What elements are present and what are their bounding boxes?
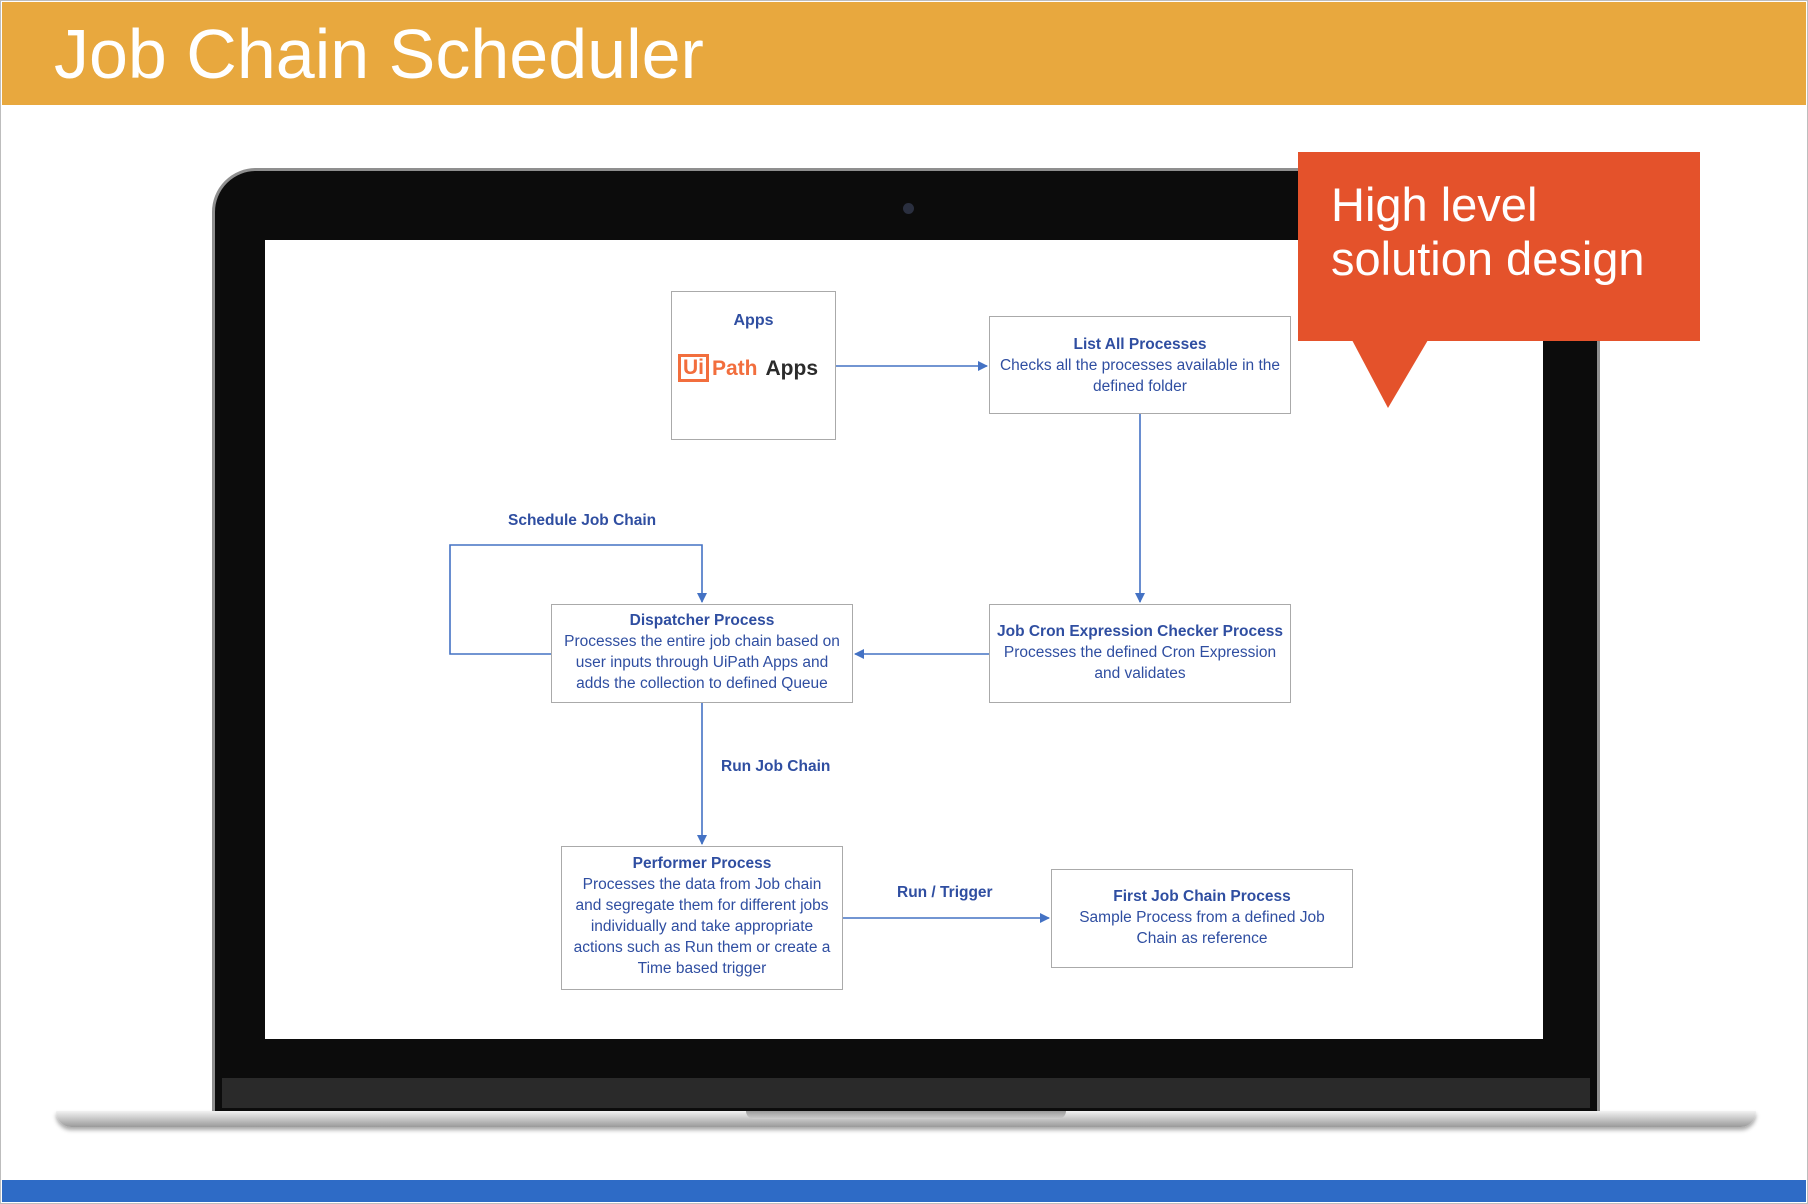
node-desc-line: Processes the data from Job chain [582, 876, 822, 893]
uipath-logo-path: Path [712, 356, 758, 380]
apps-node-title: Apps [733, 312, 774, 329]
node-title: Job Cron Expression Checker Process [996, 623, 1283, 640]
callout-line: High level [1331, 178, 1538, 231]
arrow-schedule-loop [449, 544, 707, 655]
node-desc-line: individually and take appropriate [590, 918, 814, 935]
node-desc-line: Checks all the processes available in th… [999, 357, 1280, 374]
list-all-processes-node: List All Processes Checks all the proces… [989, 316, 1291, 414]
performer-process-node: Performer Process Processes the data fro… [561, 846, 843, 990]
laptop-base [56, 1111, 1756, 1127]
node-desc-line: Chain as reference [1136, 930, 1268, 947]
uipath-apps-node: Apps Ui Path Apps [671, 291, 836, 440]
node-title: List All Processes [1073, 336, 1207, 353]
laptop-camera [903, 203, 914, 214]
diagram-connectors [449, 361, 1145, 923]
solution-design-callout [1298, 152, 1700, 341]
node-desc-line: adds the collection to defined Queue [576, 675, 828, 692]
laptop-notch [746, 1111, 1066, 1119]
node-desc-line: and validates [1094, 665, 1186, 682]
node-desc-line: and segregate them for different jobs [575, 897, 829, 914]
dispatcher-process-node: Dispatcher Process Processes the entire … [551, 604, 853, 703]
footer-bar [2, 1180, 1806, 1202]
node-desc-line: Sample Process from a defined Job [1079, 909, 1325, 926]
run-trigger-label: Run / Trigger [897, 884, 993, 901]
node-desc-line: defined folder [1093, 378, 1187, 395]
node-desc-line: user inputs through UiPath Apps and [575, 654, 829, 671]
callout-line: solution design [1331, 232, 1645, 285]
slide-title: Job Chain Scheduler [54, 15, 704, 93]
node-desc-line: actions such as Run them or create a [573, 939, 831, 956]
uipath-logo-ui: Ui [678, 354, 709, 382]
callout-text: High level solution design [1331, 178, 1645, 286]
laptop-screen: Apps Ui Path Apps List All Processes Che… [265, 240, 1543, 1039]
laptop-bottom-bezel [222, 1078, 1590, 1108]
title-bar: Job Chain Scheduler [2, 2, 1806, 105]
node-desc-line: Processes the entire job chain based on [564, 633, 840, 650]
cron-checker-node: Job Cron Expression Checker Process Proc… [989, 604, 1291, 703]
run-job-chain-label: Run Job Chain [721, 758, 831, 775]
uipath-logo-apps: Apps [765, 356, 819, 380]
first-job-chain-node: First Job Chain Process Sample Process f… [1051, 869, 1353, 968]
node-title: Performer Process [632, 855, 772, 872]
schedule-job-chain-label: Schedule Job Chain [508, 512, 657, 529]
node-desc-line: Processes the defined Cron Expression [1003, 644, 1277, 661]
node-title: Dispatcher Process [629, 612, 775, 629]
node-desc-line: Time based trigger [637, 960, 767, 977]
uipath-apps-logo: Ui Path Apps [678, 354, 818, 382]
node-title: First Job Chain Process [1113, 888, 1291, 905]
